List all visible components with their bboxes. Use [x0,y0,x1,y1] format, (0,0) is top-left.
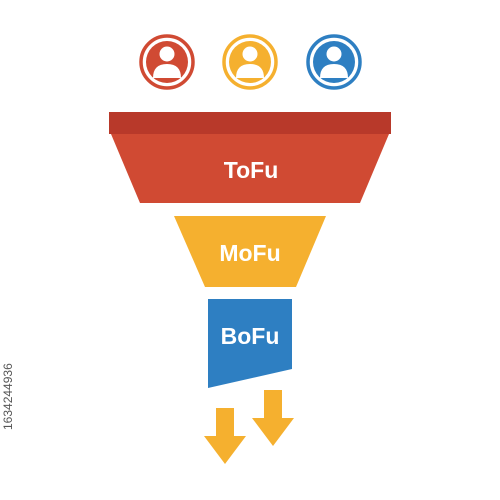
avatar-group [139,34,362,90]
arrow-down-icon [252,390,294,446]
stage-label-tofu: ToFu [224,157,279,183]
funnel-rim [109,112,391,134]
arrow-down-icon [204,408,246,464]
watermark-id: 1634244936 [1,363,15,430]
avatar-orange-icon [222,34,278,90]
funnel-stage-bofu: BoFu [208,299,292,388]
stage-label-bofu: BoFu [221,323,280,349]
funnel-stage-tofu: ToFu [111,134,389,203]
avatar-red-icon [139,34,195,90]
funnel-stage-mofu: MoFu [174,216,326,287]
avatar-blue-icon [306,34,362,90]
stage-label-mofu: MoFu [219,240,280,266]
